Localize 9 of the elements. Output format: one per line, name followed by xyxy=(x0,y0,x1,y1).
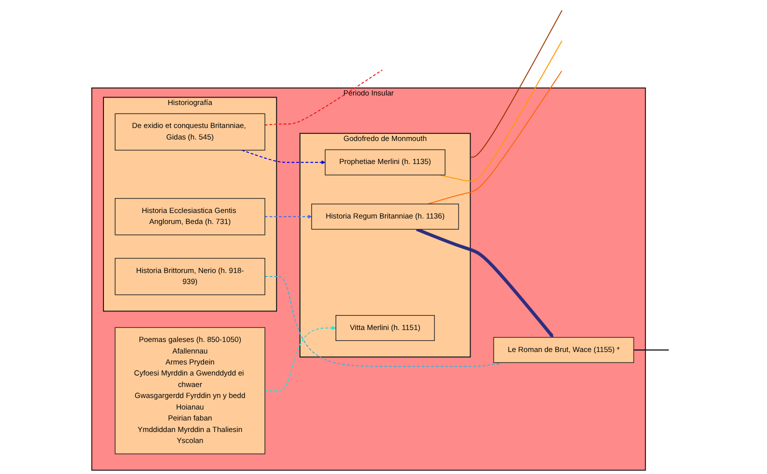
arrow xyxy=(416,228,554,338)
connector xyxy=(264,70,382,126)
connector xyxy=(426,70,562,204)
arrow xyxy=(264,276,501,367)
arrow xyxy=(264,214,312,219)
arrow xyxy=(264,326,336,392)
connector xyxy=(439,40,562,182)
connector xyxy=(470,10,562,158)
arrow xyxy=(241,150,326,164)
